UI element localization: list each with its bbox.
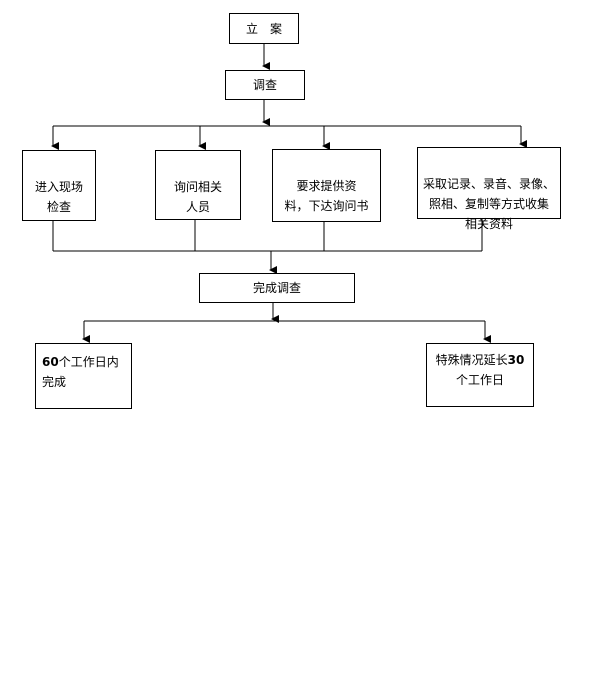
method-documents-node: 要求提供资 料，下达询问书 — [272, 149, 381, 222]
deadline-normal-text: 个工作日内 完成 — [42, 355, 119, 389]
filing-label: 立 案 — [245, 21, 282, 36]
deadline-normal-number: 60 — [42, 355, 59, 369]
investigation-label: 调查 — [252, 78, 277, 92]
complete-investigation-node: 完成调查 — [199, 273, 355, 303]
deadline-special-number: 30 — [507, 353, 525, 367]
method-inquiry-label: 询问相关 人员 — [173, 180, 222, 214]
method-evidence-collection-label: 采取记录、录音、录像、 照相、复制等方式收集 相关资料 — [422, 177, 555, 231]
complete-investigation-label: 完成调查 — [252, 281, 301, 295]
investigation-node: 调查 — [225, 70, 305, 100]
method-documents-label: 要求提供资 料，下达询问书 — [284, 179, 369, 213]
filing-node: 立 案 — [229, 13, 299, 44]
deadline-special-text2: 个工作日 — [455, 373, 504, 387]
method-site-inspection-label: 进入现场 检查 — [34, 180, 83, 214]
deadline-special-text: 特殊情况延长 — [435, 353, 508, 367]
deadline-normal-node: 60个工作日内 完成 — [35, 343, 132, 409]
deadline-special-node: 特殊情况延长30 个工作日 — [426, 343, 534, 407]
method-inquiry-node: 询问相关 人员 — [155, 150, 241, 220]
method-evidence-collection-node: 采取记录、录音、录像、 照相、复制等方式收集 相关资料 — [417, 147, 561, 231]
method-site-inspection-node: 进入现场 检查 — [22, 150, 96, 221]
